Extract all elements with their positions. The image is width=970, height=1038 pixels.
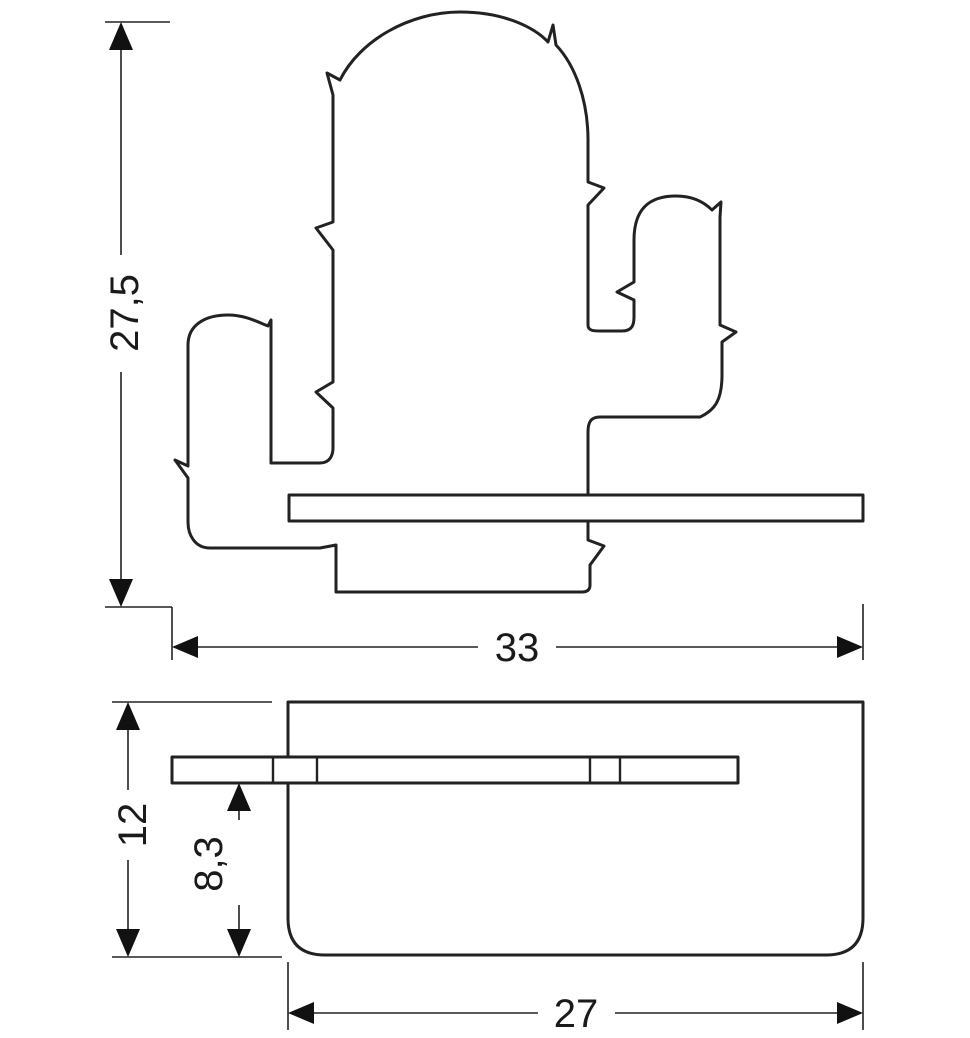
side-view: 12 8,3 27 — [111, 700, 865, 1036]
base-width-label: 27 — [554, 992, 599, 1036]
arrow-up-icon — [116, 702, 140, 730]
shelf-height-label: 8,3 — [187, 836, 231, 892]
height-label: 27,5 — [103, 274, 147, 352]
height-dimension: 27,5 — [103, 21, 172, 608]
width-label: 33 — [495, 626, 540, 670]
arrow-down-icon — [116, 929, 140, 957]
arrow-up-icon — [227, 783, 251, 811]
base-width-dimension: 27 — [287, 962, 864, 1036]
arrow-down-icon — [109, 579, 133, 607]
depth-dimension: 12 — [111, 701, 282, 958]
shelf-height-dimension: 8,3 — [187, 783, 251, 957]
arrow-left-icon — [172, 636, 198, 658]
depth-label: 12 — [111, 803, 155, 848]
arrow-left-icon — [288, 1002, 314, 1024]
cactus-outline — [173, 10, 738, 594]
width-dimension: 33 — [171, 604, 864, 670]
shelf-front — [287, 493, 865, 523]
shelf-side — [170, 755, 740, 785]
arrow-right-icon — [837, 636, 863, 658]
arrow-up-icon — [109, 22, 133, 50]
arrow-down-icon — [227, 929, 251, 957]
front-view: 27,5 33 — [103, 10, 865, 670]
base-outline — [286, 700, 865, 957]
arrow-right-icon — [837, 1002, 863, 1024]
